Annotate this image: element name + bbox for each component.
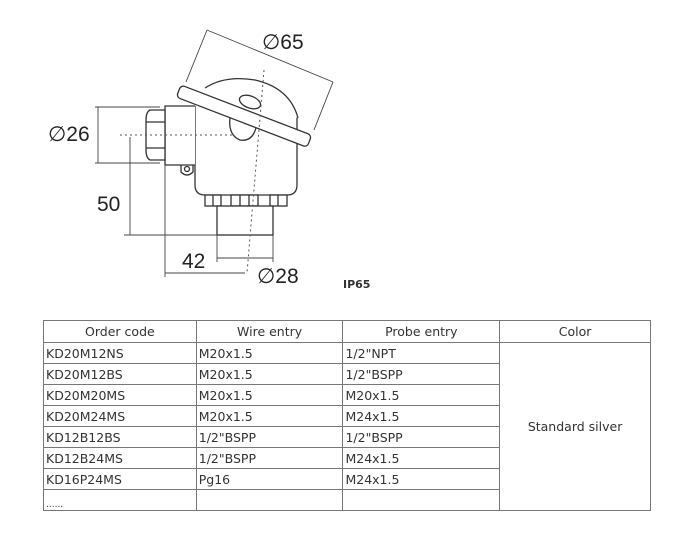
- cell-wire-entry: 1/2"BSPP: [195, 447, 344, 469]
- cell-order-code: KD20M24MS: [43, 405, 197, 427]
- table-row: KD20M12NS M20x1.5 1/2"NPT Standard silve…: [43, 342, 651, 511]
- dim-probe-diameter: ∅28: [257, 265, 299, 288]
- cell-order-code: ......: [43, 489, 197, 511]
- header-color: Color: [499, 320, 651, 343]
- cell-order-code: KD20M20MS: [43, 384, 197, 406]
- dim-height: 50: [97, 193, 120, 216]
- dim-side-diameter: ∅26: [48, 123, 90, 146]
- header-wire-entry: Wire entry: [195, 320, 344, 343]
- cell-color: Standard silver: [499, 342, 651, 511]
- table-header-row: Order code Wire entry Probe entry Color: [43, 320, 651, 343]
- cell-probe-entry: M20x1.5: [342, 384, 501, 406]
- cell-wire-entry: Pg16: [195, 468, 344, 490]
- probe-neck: [216, 205, 274, 236]
- cell-wire-entry: M20x1.5: [195, 342, 344, 364]
- cell-probe-entry: [342, 489, 501, 511]
- header-probe-entry: Probe entry: [342, 320, 501, 343]
- cell-wire-entry: M20x1.5: [195, 363, 344, 385]
- table-row: ......: [43, 489, 651, 511]
- cell-wire-entry: M20x1.5: [195, 384, 344, 406]
- cell-wire-entry: 1/2"BSPP: [195, 426, 344, 448]
- cell-probe-entry: 1/2"NPT: [342, 342, 501, 364]
- dim-offset: 42: [182, 250, 205, 273]
- order-table: Order code Wire entry Probe entry Color …: [43, 320, 651, 511]
- cell-probe-entry: M24x1.5: [342, 405, 501, 427]
- lid: [176, 85, 312, 147]
- ip-rating: IP65: [343, 278, 371, 291]
- cell-wire-entry: M20x1.5: [195, 405, 344, 427]
- cell-probe-entry: M24x1.5: [342, 468, 501, 490]
- ground-tab: [180, 165, 194, 176]
- cell-wire-entry: [195, 489, 344, 511]
- cell-order-code: KD20M12BS: [43, 363, 197, 385]
- cell-probe-entry: 1/2"BSPP: [342, 363, 501, 385]
- cell-order-code: KD12B12BS: [43, 426, 197, 448]
- dim-lid-diameter: ∅65: [262, 31, 304, 54]
- cell-order-code: KD20M12NS: [43, 342, 197, 364]
- cell-order-code: KD16P24MS: [43, 468, 197, 490]
- terminal-head-drawing: ∅65 ∅26 50 42 ∅28: [48, 29, 334, 288]
- cell-probe-entry: M24x1.5: [342, 447, 501, 469]
- cell-probe-entry: 1/2"BSPP: [342, 426, 501, 448]
- cell-order-code: KD12B24MS: [43, 447, 197, 469]
- header-order-code: Order code: [43, 320, 197, 343]
